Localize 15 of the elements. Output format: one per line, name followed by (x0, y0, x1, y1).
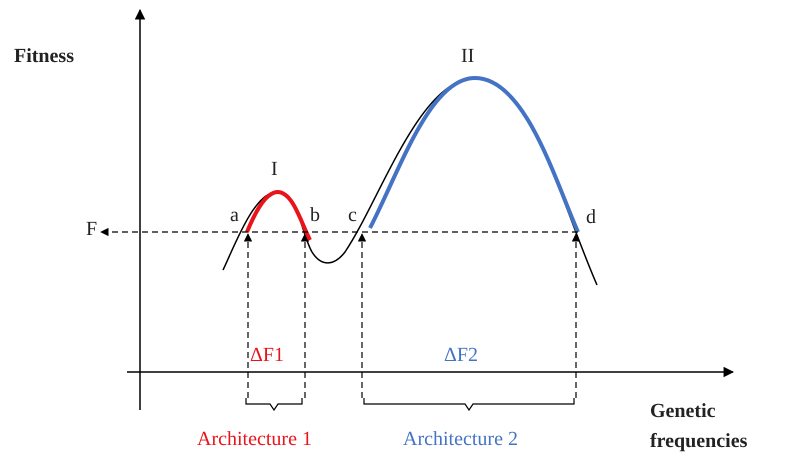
architecture-label: Architecture 2 (403, 428, 518, 450)
point-label: d (586, 206, 596, 228)
point-label: c (348, 204, 357, 226)
axis-value-label: F (86, 218, 98, 240)
difference-label: ΔF1 (250, 344, 284, 366)
point-label: a (230, 204, 239, 226)
peak-label: II (461, 45, 474, 67)
difference-label: ΔF2 (444, 344, 478, 366)
dashed-arrow (100, 228, 578, 236)
point-label: b (310, 204, 320, 226)
axis-title: Genetic frequencies (650, 399, 748, 454)
axis-title: Fitness (14, 45, 74, 67)
architecture-label: Architecture 1 (197, 428, 312, 450)
peak-label: I (271, 158, 278, 180)
fitness-curve-drawing (222, 76, 598, 286)
